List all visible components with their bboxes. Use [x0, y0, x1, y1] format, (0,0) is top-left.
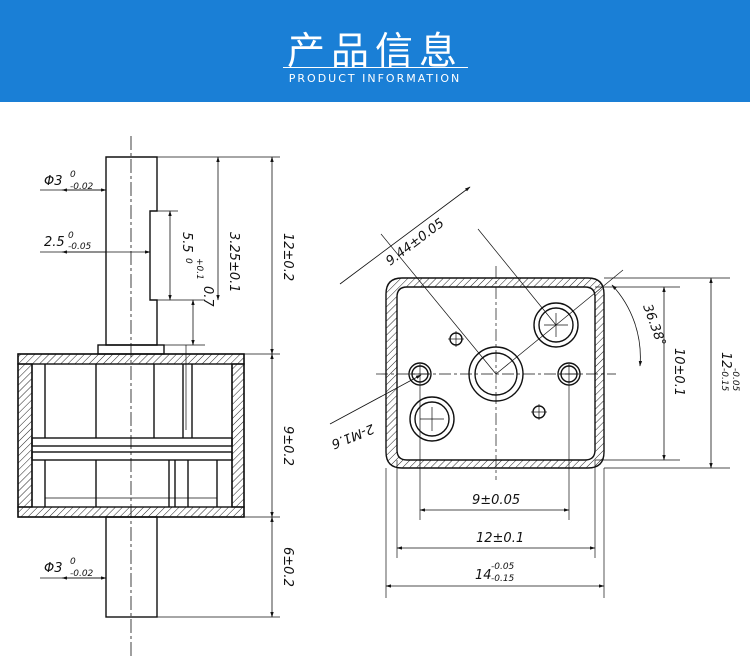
label-width-inner: 12±0.1 — [476, 531, 524, 546]
label-flat-offset: 3.25±0.1 — [226, 232, 241, 293]
gear-plate — [31, 437, 233, 447]
svg-text:+0.1: +0.1 — [194, 258, 204, 280]
front-view — [329, 186, 730, 598]
svg-text:0: 0 — [183, 258, 193, 264]
top-shaft — [105, 156, 158, 346]
svg-text:0: 0 — [68, 231, 74, 241]
label-height-inner: 10±0.1 — [671, 348, 686, 396]
bottom-shaft — [105, 516, 158, 618]
label-shaft-bottom-dia: Φ3 — [44, 561, 63, 576]
label-shaft-bottom-length: 6±0.2 — [280, 547, 295, 587]
label-body-height: 9±0.2 — [280, 426, 295, 466]
svg-text:-0.02: -0.02 — [70, 569, 94, 579]
svg-text:-0.02: -0.02 — [70, 182, 94, 192]
label-hole-spacing-diag: 9.44±0.05 — [383, 216, 447, 269]
label-shaft-top-length: 12±0.2 — [280, 233, 295, 281]
label-flat-depth: 2.5 — [44, 235, 65, 250]
label-thread: 2-M1.6 — [329, 420, 376, 451]
lower-left-hole — [409, 396, 455, 442]
side-view — [17, 136, 280, 656]
label-width-outer: 14 — [475, 568, 492, 583]
upper-right-hole — [533, 302, 579, 348]
banner-title: 产品信息 — [286, 29, 463, 73]
label-flat-length: 5.5 — [179, 232, 194, 253]
svg-text:-0.05: -0.05 — [68, 242, 92, 252]
svg-text:0: 0 — [70, 170, 76, 180]
label-gap: 0.7 — [200, 286, 215, 307]
svg-text:-0.15: -0.15 — [719, 368, 729, 392]
header-banner: 产品信息 PRODUCT INFORMATION — [0, 0, 750, 102]
svg-text:-0.05: -0.05 — [491, 562, 515, 572]
housing-inner — [396, 286, 596, 461]
svg-text:-0.05: -0.05 — [730, 368, 740, 392]
banner-divider — [283, 67, 468, 68]
central-shaft-hole — [468, 346, 524, 402]
label-width-holes: 9±0.05 — [472, 493, 520, 508]
svg-text:0: 0 — [70, 557, 76, 567]
banner-subtitle: PRODUCT INFORMATION — [288, 72, 462, 85]
svg-text:-0.15: -0.15 — [491, 574, 515, 584]
label-shaft-top-dia: Φ3 — [44, 174, 63, 189]
label-height-outer: 12 — [718, 352, 733, 369]
